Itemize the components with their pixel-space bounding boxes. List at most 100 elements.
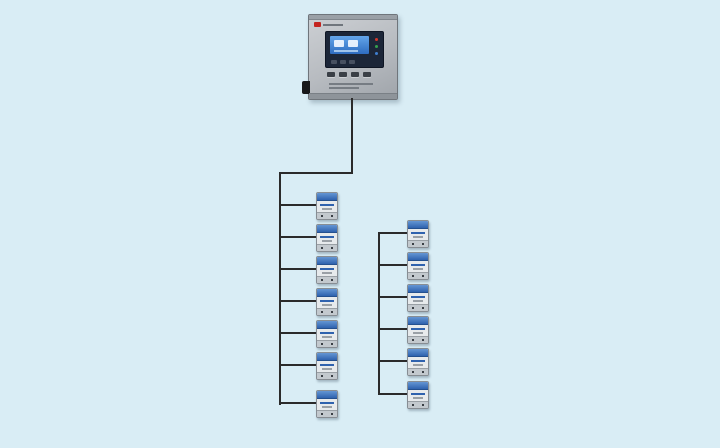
detector-text-mark <box>411 296 425 298</box>
controller-base <box>309 93 397 99</box>
gas-detector-module-left-5 <box>316 320 338 348</box>
gas-detector-module-right-5 <box>407 348 429 376</box>
detector-text-mark <box>322 240 332 242</box>
keypad-button <box>327 72 335 77</box>
gas-detector-module-left-6 <box>316 352 338 380</box>
detector-text-mark <box>320 332 334 334</box>
controller-display-bezel <box>325 31 384 68</box>
detector-text-mark <box>320 364 334 366</box>
detector-terminal-block <box>317 308 337 315</box>
detector-text-mark <box>320 268 334 270</box>
detector-label-band <box>408 253 428 261</box>
detector-terminal-block <box>408 304 428 311</box>
detector-terminal-block <box>408 401 428 408</box>
detector-label-band <box>408 349 428 357</box>
detector-label-band <box>317 257 337 265</box>
left-stub-line-4 <box>281 300 316 302</box>
detector-text-mark <box>411 328 425 330</box>
right-stub-line-5 <box>380 360 407 362</box>
detector-text-mark <box>320 204 334 206</box>
detector-terminal-block <box>317 212 337 219</box>
gas-detector-module-right-3 <box>407 284 429 312</box>
gas-detector-module-right-6 <box>407 381 429 409</box>
gas-detector-module-left-3 <box>316 256 338 284</box>
controller-brand-area <box>314 22 343 27</box>
detector-text-mark <box>413 397 423 399</box>
detector-terminal-block <box>408 240 428 247</box>
detector-text-mark <box>320 236 334 238</box>
detector-terminal-block <box>317 244 337 251</box>
gas-detector-module-left-4 <box>316 288 338 316</box>
detector-label-band <box>317 353 337 361</box>
detector-text-mark <box>320 402 334 404</box>
brand-logo-icon <box>314 22 321 27</box>
controller-drop-line <box>351 98 353 174</box>
detector-text-mark <box>322 272 332 274</box>
display-button <box>349 60 355 64</box>
detector-text-mark <box>411 393 425 395</box>
lcd-digit <box>334 40 344 47</box>
gas-detector-module-left-7 <box>316 390 338 418</box>
detector-text-mark <box>322 304 332 306</box>
lcd-digit <box>348 40 358 47</box>
gas-detector-module-right-2 <box>407 252 429 280</box>
right-stub-line-4 <box>380 328 407 330</box>
detector-terminal-block <box>317 340 337 347</box>
detector-label-band <box>408 285 428 293</box>
detector-terminal-block <box>317 276 337 283</box>
detector-terminal-block <box>317 410 337 417</box>
detector-text-mark <box>411 264 425 266</box>
detector-label-band <box>317 391 337 399</box>
detector-text-mark <box>322 336 332 338</box>
gas-detector-module-left-1 <box>316 192 338 220</box>
right-stub-line-3 <box>380 296 407 298</box>
detector-label-band <box>408 221 428 229</box>
left-stub-line-7 <box>281 402 316 404</box>
detector-text-mark <box>322 368 332 370</box>
detector-text-mark <box>413 268 423 270</box>
detector-label-band <box>408 382 428 390</box>
detector-text-mark <box>320 300 334 302</box>
detector-terminal-block <box>408 336 428 343</box>
detector-label-band <box>317 193 337 201</box>
detector-text-mark <box>413 236 423 238</box>
gas-detector-module-right-4 <box>407 316 429 344</box>
detector-label-band <box>317 321 337 329</box>
brand-text-mark <box>323 23 343 26</box>
lcd-segment-row <box>334 50 358 52</box>
detector-text-mark <box>322 208 332 210</box>
detector-terminal-block <box>408 272 428 279</box>
detector-terminal-block <box>408 368 428 375</box>
detector-text-mark <box>413 300 423 302</box>
right-stub-line-1 <box>380 232 407 234</box>
controller-side-buzzer <box>302 81 310 94</box>
left-stub-line-3 <box>281 268 316 270</box>
left-stub-line-1 <box>281 204 316 206</box>
right-stub-line-2 <box>380 264 407 266</box>
keypad-button <box>339 72 347 77</box>
detector-terminal-block <box>317 372 337 379</box>
controller-mount-rail <box>309 15 397 20</box>
power-led <box>375 45 378 48</box>
right-trunk-line <box>378 232 380 395</box>
detector-text-mark <box>413 364 423 366</box>
alarm-led <box>375 38 378 41</box>
left-trunk-line <box>279 172 281 405</box>
keypad-button <box>363 72 371 77</box>
display-button-row <box>331 60 355 64</box>
keypad-button <box>351 72 359 77</box>
gas-alarm-controller <box>302 14 398 100</box>
display-button <box>331 60 337 64</box>
detector-label-band <box>317 289 337 297</box>
right-stub-line-6 <box>380 393 407 395</box>
detector-label-band <box>317 225 337 233</box>
left-stub-line-2 <box>281 236 316 238</box>
detector-text-mark <box>413 332 423 334</box>
detector-text-mark <box>411 360 425 362</box>
detector-text-mark <box>411 232 425 234</box>
status-led <box>375 52 378 55</box>
left-stub-line-6 <box>281 364 316 366</box>
lcd-screen <box>330 36 369 54</box>
controller-label-text <box>329 83 373 91</box>
